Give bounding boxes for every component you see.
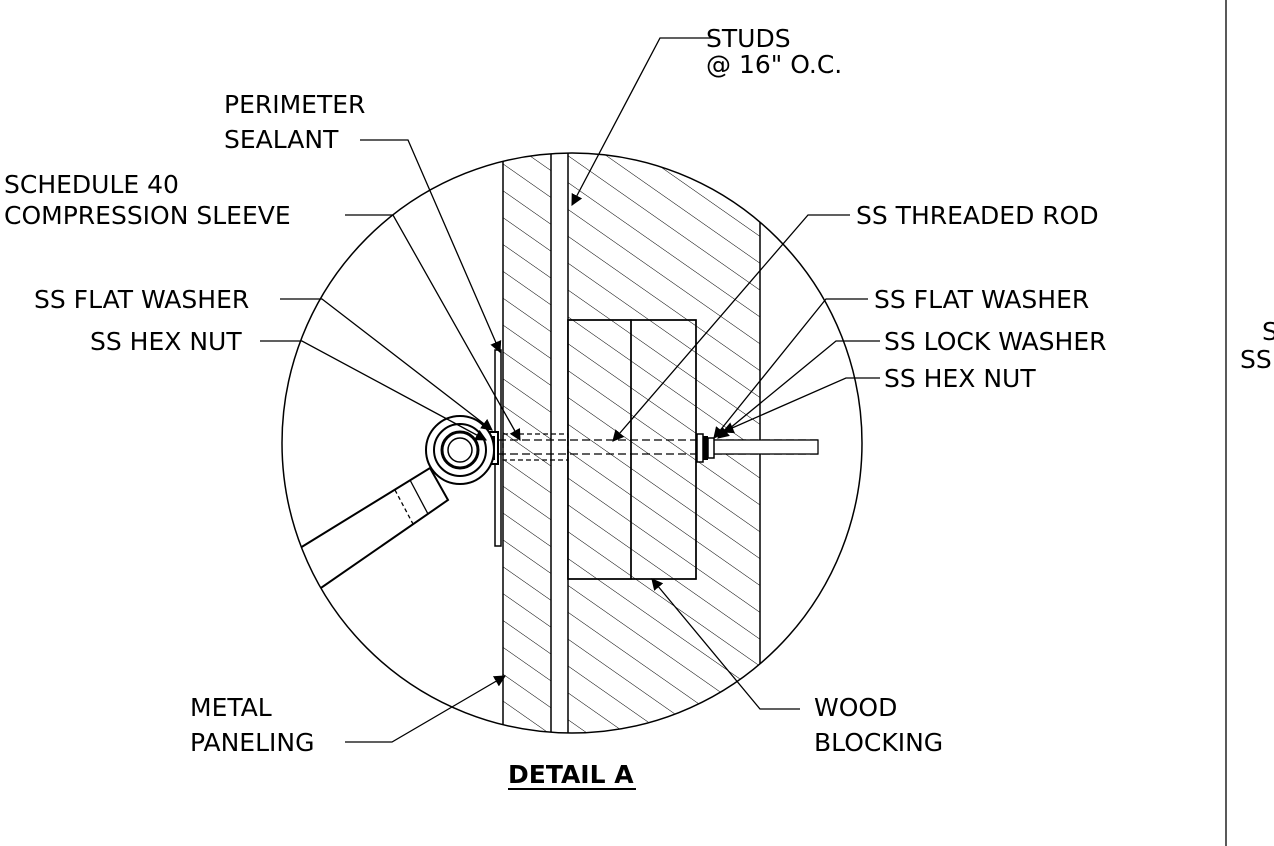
label-hex-nut-left: SS HEX NUT [90, 327, 242, 356]
right-hardware [696, 433, 715, 463]
label-studs-line2: @ 16" O.C. [706, 50, 842, 79]
compression-sleeve [502, 433, 569, 461]
label-studs-line1: STUDS [706, 24, 791, 53]
detail-title: DETAIL A [508, 760, 634, 789]
label-wood-line1: WOOD [814, 693, 897, 722]
threaded-rod [498, 439, 819, 455]
label-schedule-line1: SCHEDULE 40 [4, 170, 179, 199]
leader-lines [260, 37, 880, 743]
detail-circle [281, 152, 863, 734]
label-perimeter-line2: SEALANT [224, 125, 339, 154]
label-flat-washer-left: SS FLAT WASHER [34, 285, 249, 314]
label-perimeter-line1: PERIMETER [224, 90, 365, 119]
edge-fragment-2: SS [1240, 345, 1272, 374]
callout-labels: STUDS @ 16" O.C. PERIMETER SEALANT SCHED… [4, 24, 1274, 790]
label-hex-nut-right: SS HEX NUT [884, 364, 1036, 393]
label-metal-line1: METAL [190, 693, 272, 722]
label-flat-washer-right: SS FLAT WASHER [874, 285, 1089, 314]
label-schedule-line2: COMPRESSION SLEEVE [4, 201, 291, 230]
label-metal-line2: PANELING [190, 728, 314, 757]
eye-assembly [298, 415, 495, 592]
detail-circle-contents [298, 153, 819, 733]
metal-paneling-section [502, 153, 552, 733]
edge-fragment-1: S [1262, 317, 1274, 346]
label-lock-washer: SS LOCK WASHER [884, 327, 1107, 356]
label-wood-line2: BLOCKING [814, 728, 943, 757]
label-threaded-rod: SS THREADED ROD [856, 201, 1099, 230]
